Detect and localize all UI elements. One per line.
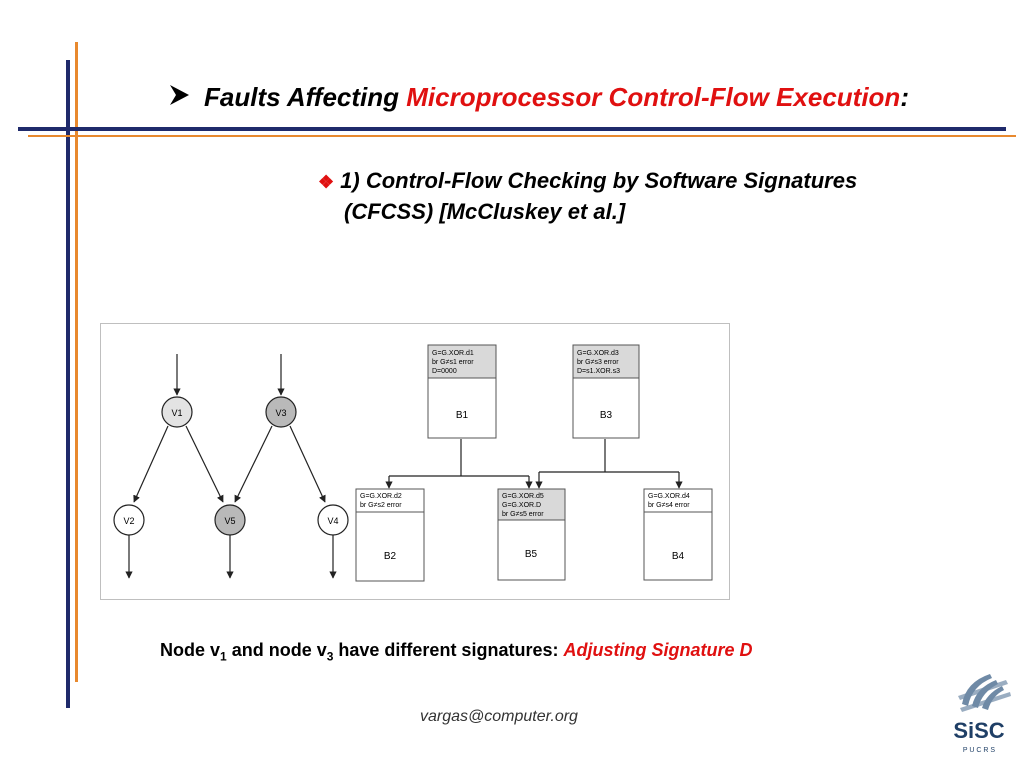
arrow-bullet-icon: [168, 82, 190, 113]
b3-code-line: D=s1.XOR.s3: [577, 368, 620, 375]
decorative-horizontal-orange-line: [28, 135, 1016, 137]
node-v4: V4: [317, 504, 349, 536]
edge-v3-v4: [289, 425, 326, 503]
node-v4-label: V4: [327, 516, 338, 526]
decorative-horizontal-blue-line: [18, 127, 1006, 131]
b4-label: B4: [672, 551, 685, 562]
edge-v1-v5: [185, 425, 224, 503]
b4-code-line: G=G.XOR.d4: [648, 493, 690, 500]
node-v5: V5: [214, 504, 246, 536]
logo-sub-text: P U C R S: [963, 747, 995, 754]
caption-part3: have different signatures:: [333, 640, 564, 660]
title-suffix: :: [900, 82, 909, 112]
edge-v3-v5: [234, 425, 273, 503]
node-v3: V3: [265, 396, 297, 428]
caption-sub2: 3: [326, 649, 334, 664]
block-b2: G=G.XOR.d2 br G≠s2 error B2: [355, 488, 425, 582]
b3-label: B3: [600, 410, 613, 421]
block-b1: G=G.XOR.d1 br G≠s1 error D=0000 B1: [427, 344, 497, 439]
bullet-item: ❖1) Control-Flow Checking by Software Si…: [318, 166, 857, 227]
caption-part2: and node v: [226, 640, 327, 660]
figure-caption: Node v1 and node v3 have different signa…: [160, 640, 752, 664]
node-v5-label: V5: [224, 516, 235, 526]
caption-part1: Node v: [160, 640, 221, 660]
decorative-vertical-orange-line: [75, 42, 78, 682]
caption-sub1: 1: [220, 649, 227, 664]
diamond-bullet-icon: ❖: [318, 172, 335, 192]
b1-code-line: G=G.XOR.d1: [432, 350, 474, 357]
decorative-vertical-blue-line: [66, 60, 70, 708]
block-b5: G=G.XOR.d5 G=G.XOR.D br G≠s5 error B5: [497, 488, 566, 581]
node-v2-label: V2: [123, 516, 134, 526]
b4-code-line: br G≠s4 error: [648, 502, 690, 509]
b5-code-line: G=G.XOR.D: [502, 502, 541, 509]
logo-main-text: SiSC: [953, 718, 1004, 743]
b3-code-line: G=G.XOR.d3: [577, 350, 619, 357]
b1-label: B1: [456, 410, 469, 421]
b2-code-line: G=G.XOR.d2: [360, 493, 402, 500]
block-b4: G=G.XOR.d4 br G≠s4 error B4: [643, 488, 713, 581]
caption-highlight: Adjusting Signature D: [563, 640, 753, 660]
b2-code-line: br G≠s2 error: [360, 502, 402, 509]
bullet-line-1: 1) Control-Flow Checking by Software Sig…: [340, 168, 858, 193]
b1-code-line: D=0000: [432, 368, 457, 375]
b2-label: B2: [384, 551, 397, 562]
bullet-line-2: (CFCSS) [McCluskey et al.]: [344, 199, 626, 224]
node-v2: V2: [113, 504, 145, 536]
node-v1: V1: [161, 396, 193, 428]
cfcss-figure: V1 V3 V2 V5 V4: [100, 323, 730, 600]
footer-email: vargas@computer.org: [420, 708, 578, 725]
block-b3: G=G.XOR.d3 br G≠s3 error D=s1.XOR.s3 B3: [572, 344, 640, 439]
node-v3-label: V3: [275, 408, 286, 418]
b5-code-line: G=G.XOR.d5: [502, 493, 544, 500]
b3-code-line: br G≠s3 error: [577, 359, 619, 366]
node-v1-label: V1: [171, 408, 182, 418]
b5-code-line: br G≠s5 error: [502, 511, 544, 518]
sisc-logo-icon: SiSC P U C R S: [953, 674, 1011, 754]
title-highlight: Microprocessor Control-Flow Execution: [406, 82, 901, 112]
cfcss-diagram: V1 V3 V2 V5 V4: [113, 344, 713, 582]
title-prefix: Faults Affecting: [204, 82, 407, 112]
sisc-pucrs-logo: SiSC P U C R S: [940, 668, 1018, 760]
b5-label: B5: [525, 549, 538, 560]
slide-title: Faults Affecting Microprocessor Control-…: [168, 82, 909, 113]
edge-v1-v2: [133, 425, 169, 503]
b1-code-line: br G≠s1 error: [432, 359, 474, 366]
